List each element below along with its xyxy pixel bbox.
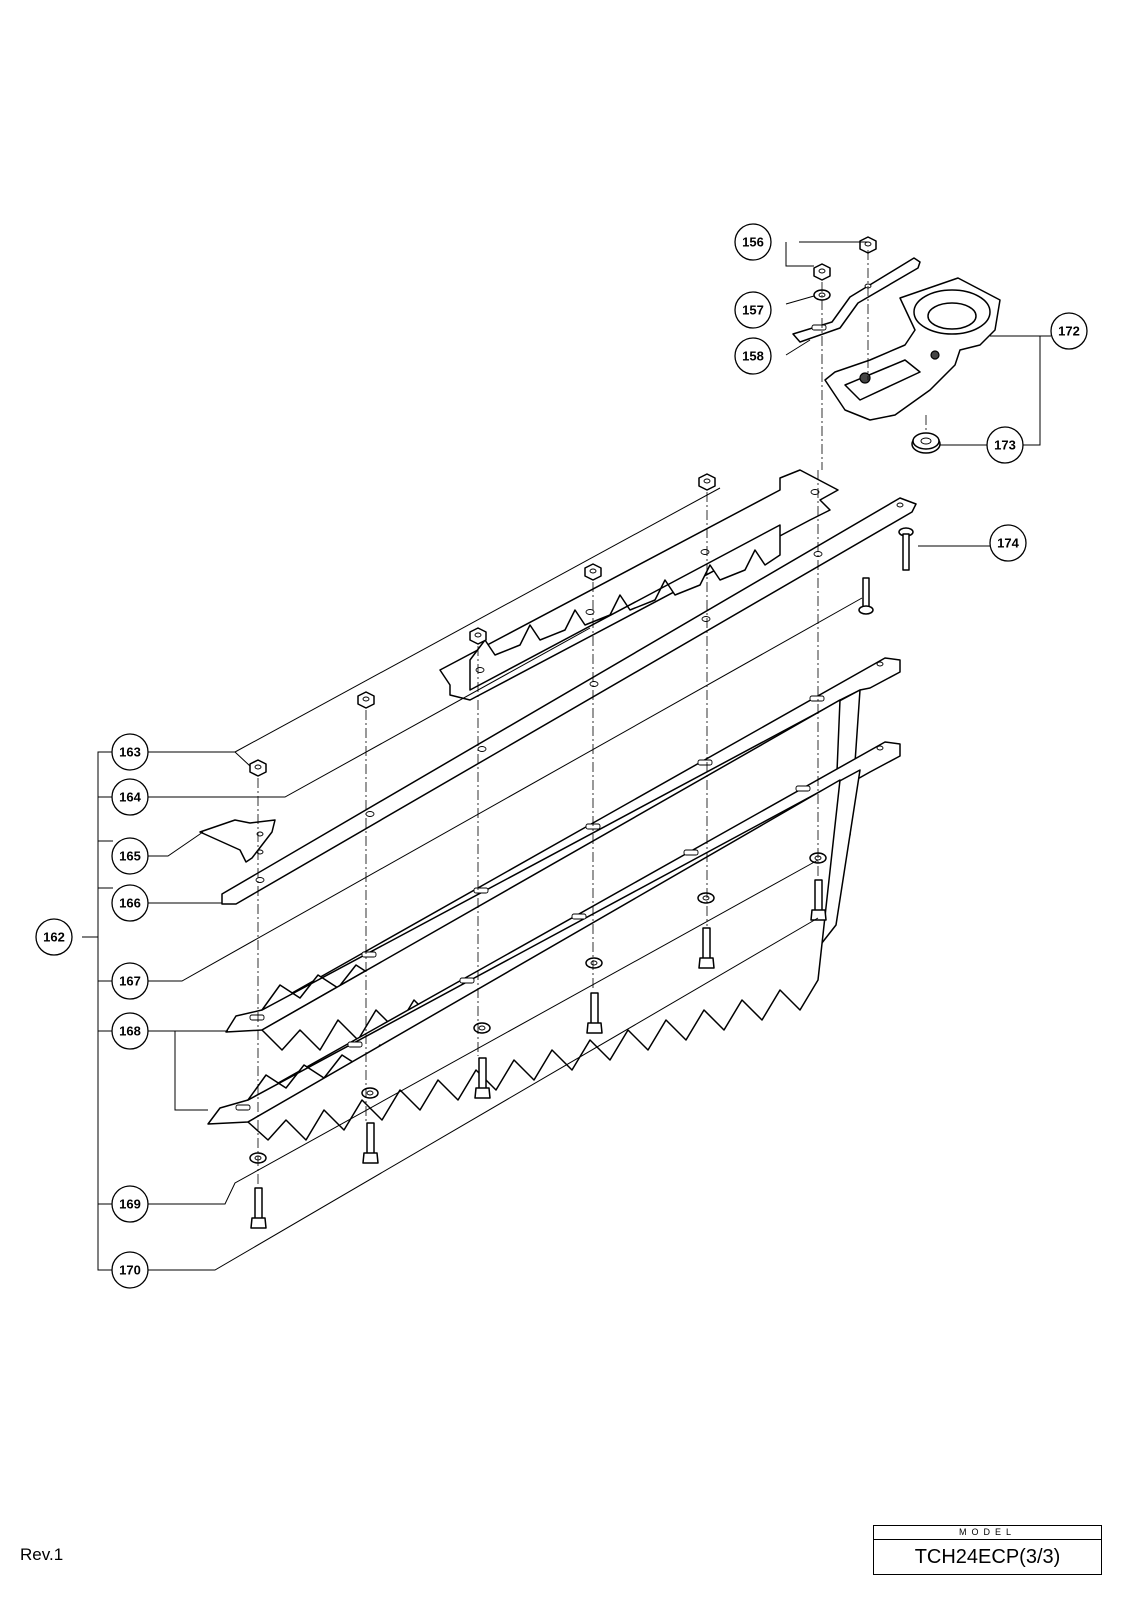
upper-blade-top: [439, 469, 839, 701]
bolt: [810, 879, 827, 921]
callout-158: 158: [734, 337, 772, 375]
lower-blade-1: [225, 657, 901, 1051]
callout-label: 173: [994, 438, 1016, 453]
callout-label: 164: [119, 790, 141, 805]
callout-label: 169: [119, 1197, 141, 1212]
callout-167: 167: [111, 962, 149, 1000]
washer: [697, 892, 715, 904]
callout-156: 156: [734, 223, 772, 261]
connecting-bar: [792, 257, 921, 343]
bolt: [362, 1122, 379, 1164]
model-title-block: MODEL TCH24ECP(3/3): [873, 1525, 1102, 1575]
model-caption: MODEL: [874, 1526, 1101, 1540]
callout-label: 165: [119, 849, 141, 864]
callout-label: 156: [742, 235, 764, 250]
callout-label: 172: [1058, 324, 1080, 339]
bolt: [474, 1057, 491, 1099]
washer: [361, 1087, 379, 1099]
gear-case: [824, 277, 1001, 421]
nut: [584, 563, 602, 581]
model-name: TCH24ECP(3/3): [914, 1546, 1061, 1568]
callout-168: 168: [111, 1012, 149, 1050]
callout-label: 166: [119, 896, 141, 911]
callout-166: 166: [111, 884, 149, 922]
nut: [357, 691, 375, 709]
bolt: [898, 527, 914, 571]
callout-label: 162: [43, 930, 65, 945]
washer: [473, 1022, 491, 1034]
nut: [859, 236, 877, 254]
callout-169: 169: [111, 1185, 149, 1223]
lower-blade-2: [207, 741, 901, 1141]
callout-label: 158: [742, 349, 764, 364]
bolt: [698, 927, 715, 969]
callout-170: 170: [111, 1251, 149, 1289]
callout-label: 167: [119, 974, 141, 989]
callout-label: 157: [742, 303, 764, 318]
leader-lines: [82, 241, 1051, 1271]
callout-163: 163: [111, 733, 149, 771]
callout-162: 162: [35, 918, 73, 956]
bolt: [858, 577, 874, 615]
nut: [813, 263, 831, 281]
revision-label: Rev.1: [20, 1545, 64, 1564]
guide-plate: [221, 497, 917, 905]
washer: [585, 957, 603, 969]
bolt: [250, 1187, 267, 1229]
callout-label: 168: [119, 1024, 141, 1039]
callout-label: 174: [997, 536, 1019, 551]
callout-label: 170: [119, 1263, 141, 1278]
bearing: [911, 432, 941, 454]
callout-173: 173: [986, 426, 1024, 464]
nut: [698, 473, 716, 491]
callout-164: 164: [111, 778, 149, 816]
callout-label: 163: [119, 745, 141, 760]
callout-165: 165: [111, 837, 149, 875]
callout-174: 174: [989, 524, 1027, 562]
nut: [469, 627, 487, 645]
nut: [249, 759, 267, 777]
bolt: [586, 992, 603, 1034]
callout-172: 172: [1050, 312, 1088, 350]
assembly-axes: [257, 250, 927, 1186]
callout-157: 157: [734, 291, 772, 329]
end-plate: [199, 819, 276, 863]
